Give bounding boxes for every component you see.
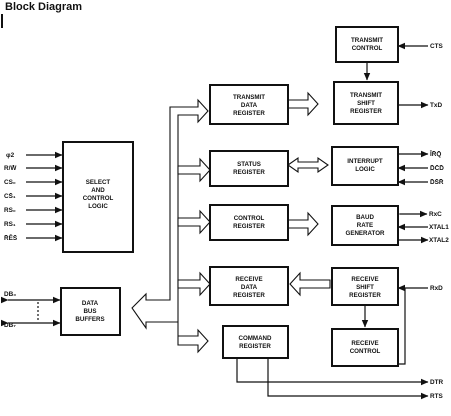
baud-rate-generator-block: BAUD RATE GENERATOR — [331, 205, 399, 246]
block-label: CONTROL — [352, 45, 383, 52]
pin-label-phi2: φ2 — [6, 152, 15, 159]
status-register-bus — [177, 157, 211, 183]
transmit-data-register-block: TRANSMIT DATA REGISTER — [209, 84, 289, 125]
pin-label-dtr: DTR — [430, 379, 444, 386]
pin-label-res: R̄ĒS̄ — [4, 233, 18, 242]
block-label: SELECT — [86, 179, 111, 186]
interrupt-logic-block: INTERRUPT LOGIC — [331, 146, 399, 186]
block-label: TRANSMIT — [351, 37, 383, 44]
wide-bus-arrows — [131, 91, 331, 354]
select-and-control-logic-block: SELECT AND CONTROL LOGIC — [62, 141, 134, 253]
control-register-block: CONTROL REGISTER — [209, 204, 289, 241]
block-label: RECEIVE — [351, 340, 378, 347]
receive-shift-bus — [289, 271, 331, 297]
control-baud-bus — [287, 211, 319, 237]
block-label: RATE — [357, 222, 373, 229]
pin-label-rs0: RS₀ — [4, 207, 16, 214]
pin-label-rxc: RxC — [429, 211, 442, 218]
pin-label-xtal2: XTAL2 — [429, 237, 449, 244]
block-label: LOGIC — [88, 203, 108, 210]
pin-label-cs0: CS₀ — [4, 179, 16, 186]
pin-label-db7: DB₇ — [4, 322, 16, 329]
transmit-shift-register-block: TRANSMIT SHIFT REGISTER — [333, 81, 399, 125]
block-label: RECEIVE — [351, 276, 378, 283]
status-register-block: STATUS REGISTER — [209, 150, 289, 187]
data-bus-buffers-block: DATA BUS BUFFERS — [60, 287, 121, 336]
receive-shift-register-block: RECEIVE SHIFT REGISTER — [331, 267, 399, 306]
block-label: TRANSMIT — [350, 92, 382, 99]
command-register-block: COMMAND REGISTER — [222, 325, 289, 359]
block-label: REGISTER — [233, 292, 265, 299]
block-label: COMMAND — [239, 335, 273, 342]
left-pin-labels: φ2 R/W̄ CS₀ CS̄₁ RS₀ RS₁ R̄ĒS̄ DB₀ DB₇ — [4, 152, 18, 329]
block-label: AND — [91, 187, 105, 194]
block-label: INTERRUPT — [347, 158, 383, 165]
block-label: GENERATOR — [346, 230, 385, 237]
block-label: REGISTER — [233, 110, 265, 117]
pin-label-db0: DB₀ — [4, 291, 16, 298]
block-label: REGISTER — [233, 223, 265, 230]
pin-label-xtal1: XTAL1 — [429, 224, 449, 231]
block-label: BUS — [83, 308, 96, 315]
pin-label-cs1: CS̄₁ — [4, 191, 16, 200]
block-label: TRANSMIT — [233, 94, 265, 101]
block-label: DATA — [241, 102, 258, 109]
signal-lines — [26, 42, 429, 400]
block-label: SHIFT — [356, 284, 374, 291]
block-label: BAUD — [356, 214, 374, 221]
block-label: CONTROL — [350, 348, 381, 355]
status-interrupt-bus — [287, 156, 329, 174]
block-label: REGISTER — [239, 343, 271, 350]
pin-label-rts: RTS — [430, 393, 444, 400]
block-label: REGISTER — [233, 169, 265, 176]
block-label: STATUS — [237, 161, 261, 168]
block-label: REGISTER — [350, 108, 382, 115]
right-pin-labels: CTS TxD ĪR̄Q̄ D̄C̄D̄ D̄S̄R̄ RxC XTAL1 XT… — [429, 43, 449, 400]
block-label: CONTROL — [83, 195, 114, 202]
pin-label-dcd: D̄C̄D̄ — [430, 163, 444, 172]
pin-label-txd: TxD — [430, 102, 442, 109]
transmit-control-block: TRANSMIT CONTROL — [335, 26, 399, 63]
diagram-title: Block Diagram — [5, 1, 82, 13]
pin-label-dsr: D̄S̄R̄ — [430, 177, 444, 186]
receive-control-block: RECEIVE CONTROL — [331, 328, 399, 367]
pin-label-rw: R/W̄ — [4, 163, 17, 172]
block-label: SHIFT — [357, 100, 375, 107]
pin-label-rxd: RxD — [430, 285, 443, 292]
block-label: REGISTER — [349, 292, 381, 299]
pin-label-cts: CTS — [430, 43, 444, 50]
transmit-shift-bus — [287, 91, 319, 117]
receive-register-bus — [177, 271, 211, 297]
block-label: CONTROL — [234, 215, 265, 222]
receive-data-register-block: RECEIVE DATA REGISTER — [209, 266, 289, 306]
block-label: LOGIC — [355, 166, 375, 173]
block-label: RECEIVE — [235, 276, 262, 283]
external-data-bus — [1, 296, 61, 327]
block-label: DATA — [241, 284, 258, 291]
pin-label-irq: ĪR̄Q̄ — [429, 149, 441, 158]
block-label: DATA — [82, 300, 99, 307]
block-label: BUFFERS — [75, 316, 104, 323]
control-register-bus — [177, 209, 211, 235]
pin-label-rs1: RS₁ — [4, 221, 16, 228]
